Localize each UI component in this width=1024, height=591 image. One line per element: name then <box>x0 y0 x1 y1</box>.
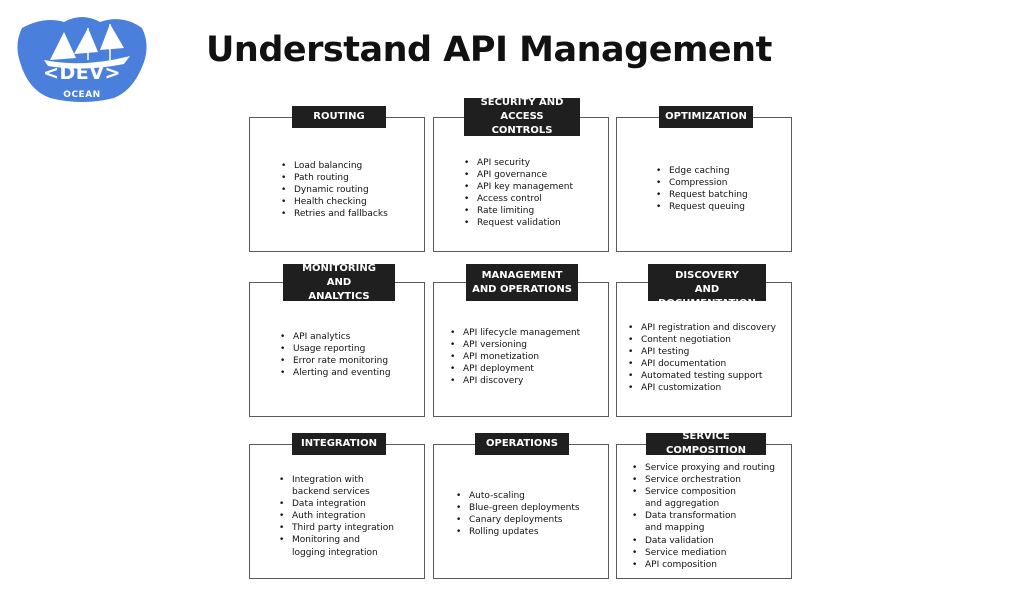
list-item: API analytics <box>280 331 422 343</box>
card-label-monitoring: MONITORING AND ANALYTICS <box>283 263 395 302</box>
list-item: Data validation <box>632 535 790 547</box>
logo-ocean-text: OCEAN <box>63 90 101 100</box>
list-item: API lifecycle management <box>450 327 606 339</box>
list-item: Service orchestration <box>632 474 790 486</box>
list-item: Canary deployments <box>456 514 606 526</box>
list-item: Service mediation <box>632 547 790 559</box>
list-item: API testing <box>628 346 790 358</box>
card-label-service-composition: SERVICE COMPOSITION <box>646 431 766 456</box>
list-item: Request queuing <box>656 201 786 213</box>
list-item: Error rate monitoring <box>280 355 422 367</box>
list-item: Rolling updates <box>456 526 606 538</box>
list-item: API monetization <box>450 351 606 363</box>
list-item: Automated testing support <box>628 370 790 382</box>
card-items-routing: Load balancing Path routing Dynamic rout… <box>281 160 421 221</box>
card-items-security: API security API governance API key mana… <box>464 157 606 230</box>
list-item: Dynamic routing <box>281 184 421 196</box>
card-items-service-composition: Service proxying and routing Service orc… <box>632 462 790 571</box>
list-item: API versioning <box>450 339 606 351</box>
list-item: Integration with backend services <box>279 474 423 498</box>
list-item: Load balancing <box>281 160 421 172</box>
card-label-optimization: OPTIMIZATION <box>659 106 753 128</box>
list-item: API key management <box>464 181 606 193</box>
list-item: Auth integration <box>279 510 423 522</box>
page-title: Understand API Management <box>206 30 772 70</box>
card-items-monitoring: API analytics Usage reporting Error rate… <box>280 331 422 379</box>
card-label-routing: ROUTING <box>292 106 386 128</box>
list-item: Request batching <box>656 189 786 201</box>
card-items-management: API lifecycle management API versioning … <box>450 327 606 388</box>
list-item: Access control <box>464 193 606 205</box>
list-item: API security <box>464 157 606 169</box>
list-item: API deployment <box>450 363 606 375</box>
card-label-security: SECURITY AND ACCESS CONTROLS <box>464 97 580 136</box>
list-item: Health checking <box>281 196 421 208</box>
list-item: Alerting and eventing <box>280 367 422 379</box>
card-label-operations: OPERATIONS <box>475 433 569 455</box>
list-item: Data integration <box>279 498 423 510</box>
list-item: API composition <box>632 559 790 571</box>
card-items-operations: Auto-scaling Blue-green deployments Cana… <box>456 490 606 538</box>
list-item: Path routing <box>281 172 421 184</box>
list-item: Blue-green deployments <box>456 502 606 514</box>
card-label-service-discovery: SERVICE DISCOVERY AND DOCUMENTATION <box>648 256 766 309</box>
list-item: Auto-scaling <box>456 490 606 502</box>
list-item: API customization <box>628 382 790 394</box>
card-items-integration: Integration with backend services Data i… <box>279 474 423 559</box>
list-item: Edge caching <box>656 165 786 177</box>
card-items-service-discovery: API registration and discovery Content n… <box>628 322 790 395</box>
list-item: API documentation <box>628 358 790 370</box>
card-label-management: MANAGEMENT AND OPERATIONS <box>466 264 578 301</box>
list-item: Service proxying and routing <box>632 462 790 474</box>
list-item: Service composition and aggregation <box>632 486 790 510</box>
list-item: Monitoring and logging integration <box>279 534 423 558</box>
logo-dev-text: <DEV> <box>43 62 121 84</box>
list-item: Content negotiation <box>628 334 790 346</box>
list-item: Rate limiting <box>464 205 606 217</box>
pirate-ship-icon <box>17 17 147 102</box>
list-item: Usage reporting <box>280 343 422 355</box>
list-item: Compression <box>656 177 786 189</box>
list-item: Data transformation and mapping <box>632 510 790 534</box>
list-item: API registration and discovery <box>628 322 790 334</box>
list-item: API governance <box>464 169 606 181</box>
list-item: Retries and fallbacks <box>281 208 421 220</box>
list-item: Third party integration <box>279 522 423 534</box>
card-items-optimization: Edge caching Compression Request batchin… <box>656 165 786 213</box>
list-item: API discovery <box>450 375 606 387</box>
dev-ocean-logo: <DEV> OCEAN <box>14 10 150 102</box>
list-item: Request validation <box>464 217 606 229</box>
card-label-integration: INTEGRATION <box>292 433 386 455</box>
